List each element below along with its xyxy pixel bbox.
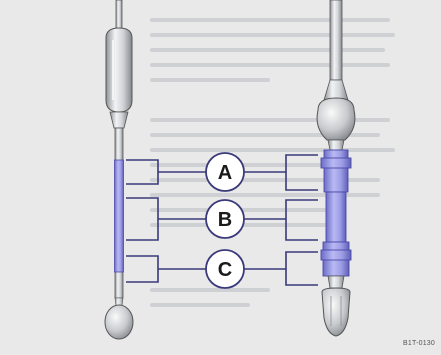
label-b: B — [205, 199, 245, 239]
right-tip-cap — [321, 287, 351, 337]
label-a: A — [205, 152, 245, 192]
label-c-text: C — [218, 259, 232, 281]
right-brackets — [244, 154, 318, 286]
label-c: C — [205, 249, 245, 289]
right-bulb — [316, 97, 356, 141]
background-text-lines — [150, 18, 395, 307]
left-tip-ball — [104, 304, 134, 340]
figure-code: B1T-0130 — [403, 340, 435, 347]
left-fill-zone — [114, 159, 124, 273]
left-brackets — [126, 159, 206, 283]
label-a-text: A — [218, 162, 232, 184]
left-dipstick — [104, 0, 134, 340]
right-dipstick — [316, 0, 356, 337]
label-b-text: B — [218, 209, 232, 231]
